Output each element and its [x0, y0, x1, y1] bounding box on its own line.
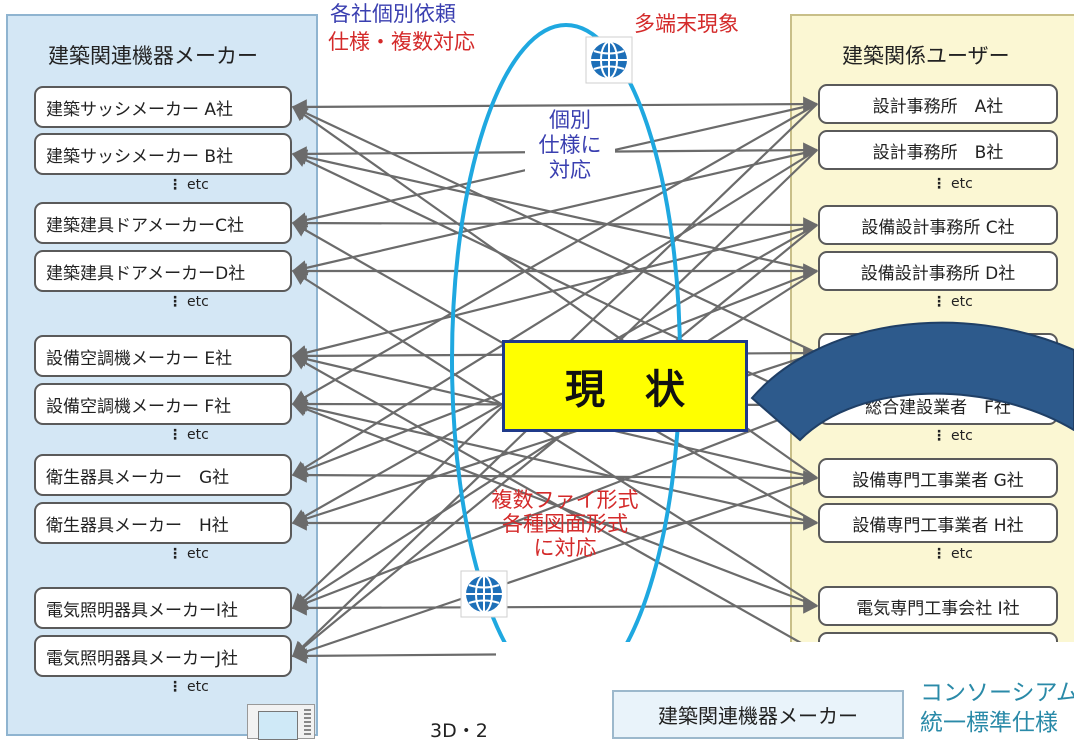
maker-box-h: 衛生器具メーカー H社 [34, 502, 292, 544]
maker-box-g: 衛生器具メーカー G社 [34, 454, 292, 496]
user-box-a: 設計事務所 A社 [818, 84, 1058, 124]
maker-box-c: 建築建具ドアメーカーC社 [34, 202, 292, 244]
connector-line [291, 103, 818, 405]
left-etc-3: ⋮etc [168, 427, 209, 443]
note-spec-multiple: 仕様・複数対応 [328, 30, 475, 54]
maker-box-b: 建築サッシメーカー B社 [34, 133, 292, 175]
user-box-b: 設計事務所 B社 [818, 130, 1058, 170]
user-box-i: 電気専門工事会社 I社 [818, 586, 1058, 626]
connector-line [291, 399, 818, 525]
right-panel-title: 建築関係ユーザー [842, 44, 1010, 68]
connector-line [291, 149, 818, 476]
monitor-icon [247, 704, 315, 740]
transition-arrow [750, 321, 1074, 442]
connector-line [291, 224, 818, 657]
maker-box-j: 電気照明器具メーカーJ社 [34, 635, 292, 677]
right-etc-2: ⋮etc [932, 294, 973, 310]
maker-box-i: 電気照明器具メーカーI社 [34, 587, 292, 629]
connector-line [291, 476, 818, 659]
note-multi-terminal: 多端末現象 [634, 12, 739, 36]
maker-box-d: 建築建具ドアメーカーD社 [34, 250, 292, 292]
left-panel-title: 建築関連機器メーカー [48, 44, 258, 68]
consortium-note: コンソーシアム 統一標準仕様 [920, 680, 1074, 736]
right-etc-1: ⋮etc [932, 176, 973, 192]
connector-line [291, 215, 819, 233]
maker-box-e: 設備空調機メーカー E社 [34, 335, 292, 377]
note-multi-format: 複数ファイ形式 各種図面形式 に対応 [491, 488, 639, 560]
connector-line [291, 598, 819, 616]
three-d-label: 3D・2 [430, 720, 488, 742]
left-etc-4: ⋮etc [168, 546, 209, 562]
left-etc-5: ⋮etc [168, 679, 209, 695]
left-etc-2: ⋮etc [168, 294, 209, 310]
globe-icon [460, 570, 508, 618]
user-box-g: 設備専門工事業者 G社 [818, 458, 1058, 498]
connector-line [291, 467, 819, 486]
right-etc-4: ⋮etc [932, 546, 973, 562]
globe-icon [585, 36, 633, 84]
user-box-d: 設備設計事務所 D社 [818, 251, 1058, 291]
user-box-h: 設備専門工事業者 H社 [818, 503, 1058, 543]
status-label: 現 状 [502, 340, 748, 432]
right-etc-3: ⋮etc [932, 428, 973, 444]
maker-box-f: 設備空調機メーカー F社 [34, 383, 292, 425]
user-box-c: 設備設計事務所 C社 [818, 205, 1058, 245]
connector-line [291, 223, 818, 361]
connector-line [291, 96, 819, 115]
connector-line [291, 149, 818, 273]
connector-line [291, 105, 818, 354]
connector-line [291, 148, 818, 276]
maker-box-a: 建築サッシメーカー A社 [34, 86, 292, 128]
note-individual-spec: 個別 仕様に 対応 [525, 108, 615, 183]
left-etc-1: ⋮etc [168, 177, 209, 193]
note-individual-request: 各社個別依頼 [330, 2, 456, 26]
connector-line [291, 401, 818, 608]
connector-line [291, 403, 818, 611]
next-maker-box: 建築関連機器メーカー [612, 690, 904, 739]
